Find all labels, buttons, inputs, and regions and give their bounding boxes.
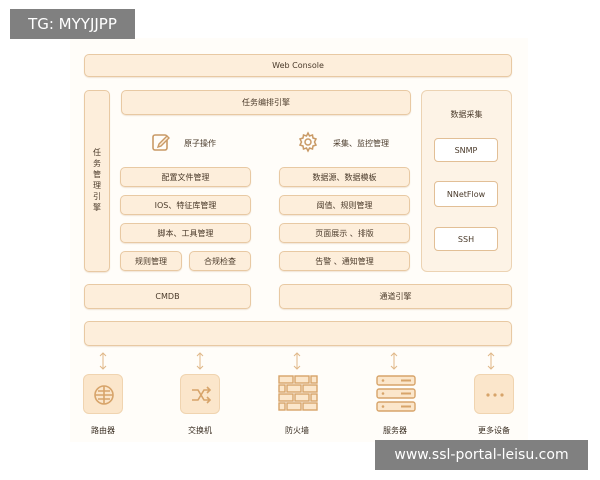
- monitor-item: 数据源、数据模板: [279, 167, 410, 187]
- server-icon: [375, 374, 417, 414]
- ssh-box: SSH: [434, 227, 498, 251]
- gear-icon: [297, 131, 319, 153]
- device-label: 更多设备: [478, 426, 510, 435]
- watermark-top-left: TG: MYYJJPP: [10, 9, 135, 39]
- atomic-item: 配置文件管理: [120, 167, 251, 187]
- device-label: 交换机: [188, 426, 212, 435]
- connection-bus: [84, 321, 512, 346]
- task-management-engine: 任务管理引擎: [84, 90, 110, 272]
- task-orchestration-engine: 任务编排引擎: [121, 90, 411, 115]
- netflow-box: NNetFlow: [434, 181, 498, 207]
- device-label: 防火墙: [285, 426, 309, 435]
- web-console-layer: Web Console: [84, 54, 512, 77]
- device-label: 路由器: [91, 426, 115, 435]
- watermark-bottom-right: www.ssl-portal-leisu.com: [375, 440, 588, 470]
- atomic-item: 合规检查: [189, 251, 251, 271]
- bidirectional-arrow: [99, 352, 107, 370]
- more-icon: [474, 374, 514, 414]
- router-icon: [83, 374, 123, 414]
- cmdb-box: CMDB: [84, 284, 251, 309]
- atomic-item: 脚本、工具管理: [120, 223, 251, 243]
- atomic-ops-title: 原子操作: [184, 139, 216, 148]
- bidirectional-arrow: [390, 352, 398, 370]
- firewall-icon: [277, 374, 319, 414]
- monitor-mgmt-title: 采集、监控管理: [333, 139, 389, 148]
- snmp-box: SNMP: [434, 138, 498, 162]
- atomic-item: IOS、特征库管理: [120, 195, 251, 215]
- atomic-item: 规则管理: [120, 251, 182, 271]
- channel-engine-box: 通道引擎: [279, 284, 512, 309]
- switch-icon: [180, 374, 220, 414]
- monitor-item: 页面展示 、排版: [279, 223, 410, 243]
- bidirectional-arrow: [293, 352, 301, 370]
- monitor-item: 阈值、规则管理: [279, 195, 410, 215]
- bidirectional-arrow: [196, 352, 204, 370]
- edit-icon: [150, 131, 172, 153]
- data-collection-title: 数据采集: [450, 110, 483, 119]
- device-label: 服务器: [383, 426, 407, 435]
- bidirectional-arrow: [487, 352, 495, 370]
- monitor-item: 告警 、通知管理: [279, 251, 410, 271]
